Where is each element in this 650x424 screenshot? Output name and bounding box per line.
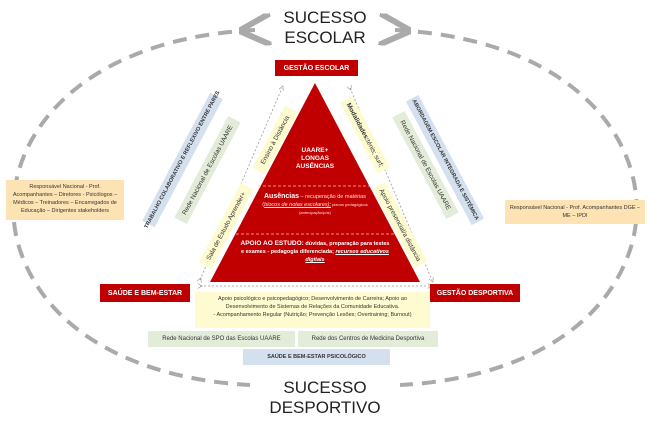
pyramid-middle-text: Ausências – recuperação de matérias (blo… [262, 193, 368, 215]
right-stakeholders-note: Responsável Nacional - Prof. Acompanhant… [505, 200, 645, 224]
cycle-arc-left [11, 30, 255, 387]
pyramid-bottom-text: APOIO AO ESTUDO: dúvidas, preparação par… [240, 240, 390, 263]
gestao-escolar-box: GESTÃO ESCOLAR [275, 60, 358, 76]
left-stakeholders-note: Responsável Nacional - Prof. Acompanhant… [6, 180, 124, 220]
support-box: Apoio psicológico e psicopedagógico; Des… [195, 292, 430, 328]
network-spo: Rede Nacional de SPO das Escolas UAARE [148, 331, 295, 347]
cycle-arc-right [395, 30, 639, 387]
network-medicina: Rede dos Centros de Medicina Desportiva [298, 331, 438, 347]
gestao-desportiva-box: GESTÃO DESPORTIVA [430, 284, 520, 302]
saude-psicologico-box: SAÚDE E BEM-ESTAR PSICOLÓGICO [243, 349, 390, 365]
saude-box: SAÚDE E BEM-ESTAR [100, 284, 190, 302]
